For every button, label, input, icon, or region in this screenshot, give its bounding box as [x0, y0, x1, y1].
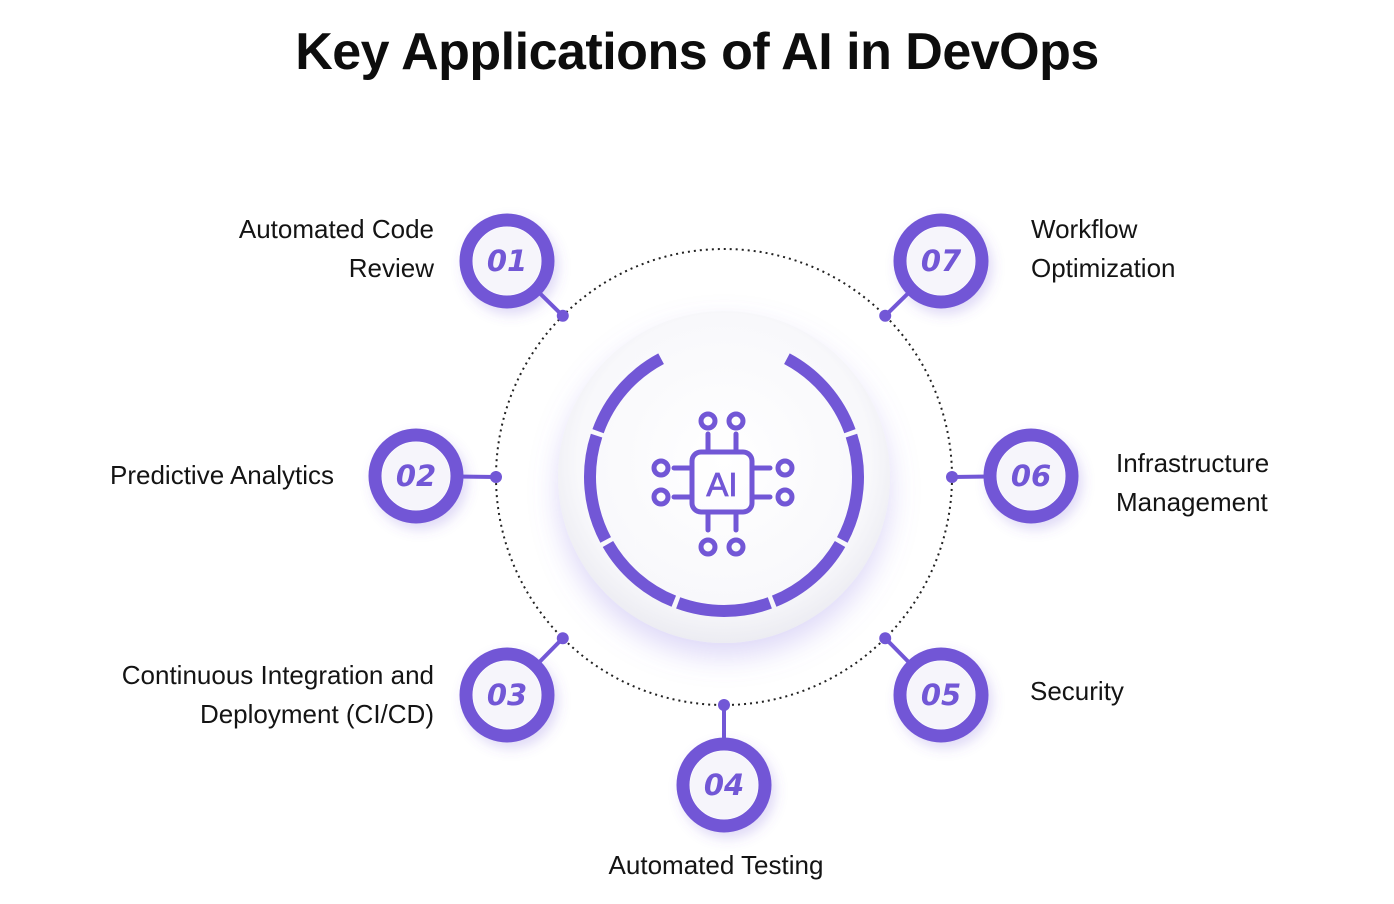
number-badge-inner — [473, 661, 541, 729]
item-label-line: Workflow — [1031, 214, 1138, 244]
arc-segment — [771, 540, 846, 607]
number-text: 03 — [487, 678, 527, 712]
connector-dot — [718, 699, 730, 711]
number-text: 06 — [1011, 459, 1051, 493]
connector-dot — [879, 309, 892, 322]
arc-segment — [602, 540, 677, 607]
item-label-line: Deployment (CI/CD) — [199, 699, 434, 729]
number-text: 07 — [921, 244, 962, 278]
item-label-line: Review — [348, 253, 434, 283]
number-text: 02 — [396, 459, 436, 493]
item-label-line: Automated Testing — [608, 850, 824, 880]
arc-segment — [592, 353, 664, 434]
number-badge-inner — [907, 227, 975, 295]
connector-dot — [556, 632, 569, 645]
node-07: 07 — [879, 213, 989, 322]
connector-dot — [946, 471, 958, 483]
number-text: 05 — [921, 678, 961, 712]
node-01: 01 — [459, 213, 569, 322]
number-text: 04 — [704, 768, 744, 802]
item-label-line: Management — [1116, 487, 1268, 517]
connector-dot — [556, 309, 569, 322]
connector-dot — [490, 471, 502, 483]
connector-dot — [879, 632, 892, 645]
ai-chip-icon — [651, 411, 795, 557]
arc-segment — [836, 433, 864, 543]
arc-segment — [676, 597, 772, 617]
item-label-line: Predictive Analytics — [110, 460, 334, 490]
item-label-line: Infrastructure — [1116, 448, 1270, 478]
node-03: 03 — [459, 632, 569, 743]
item-label-04: Automated Testing — [560, 846, 872, 885]
progress-arc — [584, 353, 864, 617]
arc-segment — [784, 353, 856, 434]
ai-chip-label: AI — [706, 466, 737, 503]
number-badge-inner — [382, 442, 450, 510]
number-badge-inner — [907, 661, 975, 729]
node-06: 06 — [946, 428, 1079, 524]
center-disc — [558, 311, 890, 643]
item-label-line: Security — [1030, 676, 1124, 706]
number-badge-inner — [473, 227, 541, 295]
number-text: 01 — [487, 244, 527, 278]
page-title: Key Applications of AI in DevOps — [295, 23, 1099, 81]
item-label-05: Security — [1030, 672, 1330, 711]
number-badge-inner — [690, 751, 758, 819]
node-05: 05 — [879, 632, 989, 743]
node-02: 02 — [368, 428, 502, 524]
item-label-02: Predictive Analytics — [20, 456, 334, 495]
arc-segment — [584, 433, 612, 543]
item-label-line: Optimization — [1031, 253, 1176, 283]
node-04: 04 — [676, 699, 772, 833]
item-label-line: Automated Code — [238, 214, 434, 244]
item-label-line: Continuous Integration and — [121, 660, 434, 690]
number-badge-inner — [997, 442, 1065, 510]
